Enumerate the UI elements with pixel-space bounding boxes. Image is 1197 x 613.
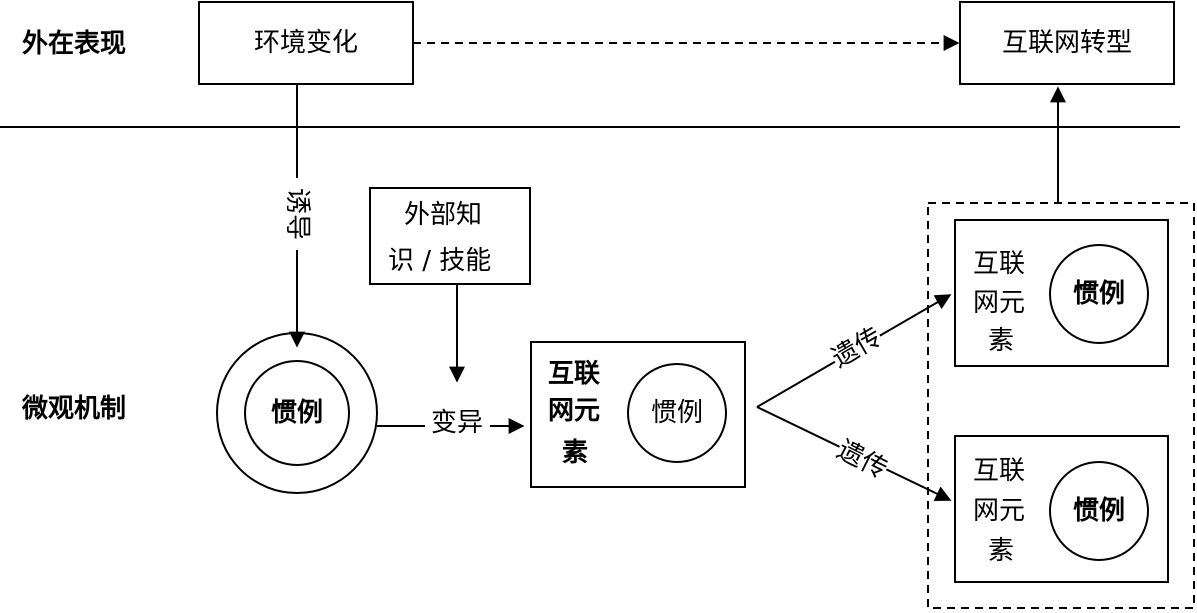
external-knowledge-box: [369, 187, 531, 285]
mutate-label: 变异: [430, 408, 484, 438]
element-label-lower-line2: 网元: [973, 496, 1026, 526]
element-label-upper-line2: 网元: [973, 288, 1026, 318]
element-label-middle-line1: 互联: [548, 359, 601, 389]
element-routine-circle-upper: [1049, 244, 1149, 344]
element-routine-circle-middle: [627, 363, 727, 463]
row-label-micro: 微观机制: [22, 394, 127, 424]
internet-transform-box: [959, 1, 1175, 85]
routine-outer-circle: [216, 332, 378, 494]
element-box-upper: [954, 219, 1169, 367]
element-label-upper-line3: 素: [988, 326, 1015, 356]
env-change-label: 环境变化: [253, 28, 359, 58]
routine-label-middle: 惯例: [650, 398, 704, 428]
element-label-lower-line1: 互联: [973, 456, 1026, 486]
element-label-middle-line2: 网元: [548, 396, 601, 426]
row-label-external: 外在表现: [22, 29, 127, 59]
routine-label-upper: 惯例: [1072, 279, 1126, 309]
external-knowledge-label-line1: 外部知: [404, 200, 483, 230]
element-label-middle-line3: 素: [562, 438, 589, 468]
inherited-elements-container: [927, 202, 1195, 609]
element-label-upper-line1: 互联: [973, 249, 1026, 279]
external-knowledge-label-line2: 识 / 技能: [388, 246, 492, 276]
element-routine-circle-lower: [1049, 461, 1149, 561]
element-box-middle: [530, 341, 746, 488]
element-box-lower: [954, 435, 1169, 583]
element-label-lower-line3: 素: [988, 536, 1015, 566]
internet-transform-label: 互联网转型: [1001, 28, 1133, 58]
routine-label-original: 惯例: [270, 398, 324, 428]
routine-label-lower: 惯例: [1072, 496, 1126, 526]
routine-inner-circle: [244, 360, 350, 466]
induce-label: 诱导: [282, 187, 312, 241]
